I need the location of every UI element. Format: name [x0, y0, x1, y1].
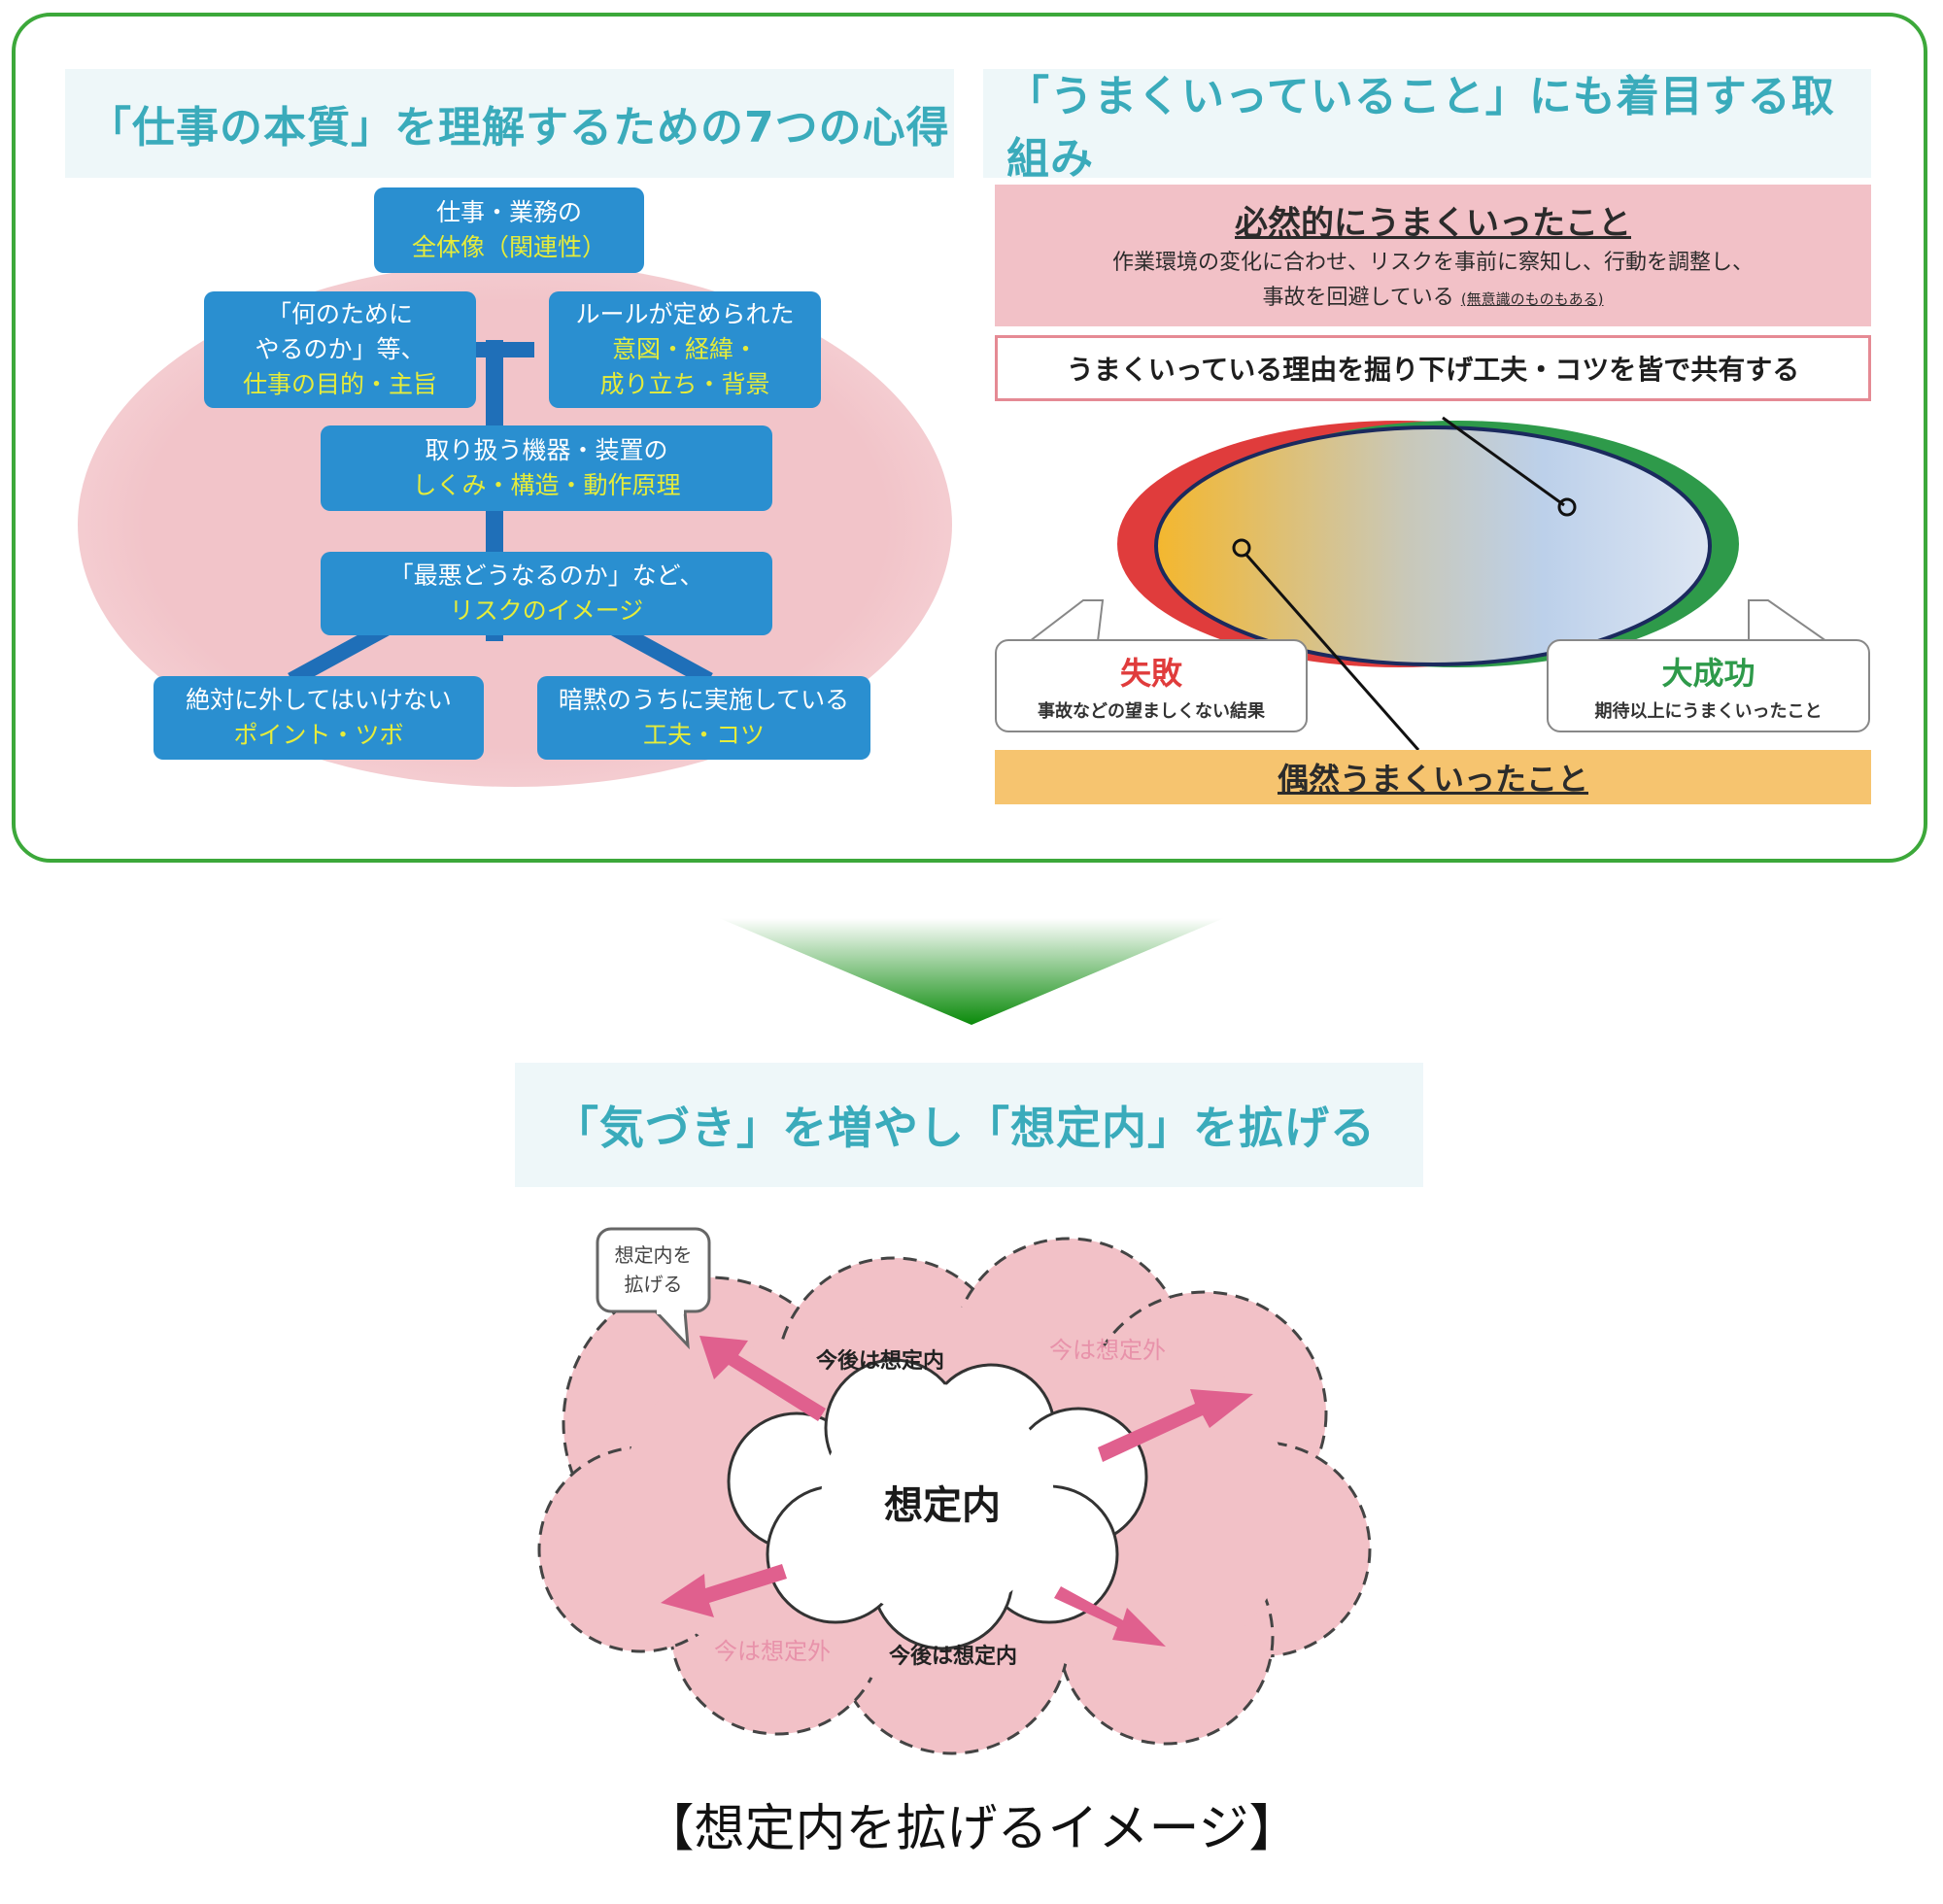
principle-box-overall: 仕事・業務の 全体像（関連性） [374, 187, 644, 273]
future-inside-label-top: 今後は想定内 [816, 1349, 945, 1374]
connector-horizontal [466, 342, 534, 357]
seven-principles-heading: 「仕事の本質」を理解するための7つの心得 [65, 69, 954, 178]
leader-line-accidental [1244, 553, 1420, 751]
arrow-down-right [1054, 1586, 1166, 1647]
now-outside-label-bottom: 今は想定外 [714, 1638, 831, 1665]
principle-highlight: 仕事の目的・主旨 [242, 370, 437, 398]
principle-highlight: 全体像（関連性） [411, 233, 606, 261]
down-arrow-icon [719, 918, 1224, 1025]
inevitable-success-band: 必然的にうまくいったこと 作業環境の変化に合わせ、リスクを事前に察知し、行動を調… [995, 185, 1871, 326]
success-callout-pointer [1748, 599, 1830, 642]
expansion-arrows [661, 1336, 1253, 1647]
principle-highlight: しくみ・構造・動作原理 [412, 471, 681, 499]
inevitable-success-desc-2: 事故を回避している [1262, 286, 1454, 310]
bubble-callout [596, 1227, 711, 1350]
arrow-down-left [661, 1564, 787, 1617]
failure-callout-pointer [1027, 599, 1105, 642]
principle-text: 取り扱う機器・装置の [425, 436, 668, 464]
principle-highlight: 成り立ち・背景 [599, 370, 770, 398]
bubble-line: 拡げる [624, 1273, 683, 1296]
principle-highlight: 意図・経緯・ [611, 335, 758, 363]
principle-text: 「何のために [266, 300, 413, 328]
principle-highlight: 工夫・コツ [642, 721, 765, 749]
failure-callout: 失敗 事故などの望ましくない結果 [995, 639, 1308, 732]
inner-cloud [727, 1358, 1148, 1650]
principle-text: ルールが定められた [575, 300, 795, 328]
accidental-ellipse [1154, 425, 1712, 666]
failure-desc: 事故などの望ましくない結果 [1038, 701, 1265, 722]
principle-text: やるのか」等、 [255, 335, 426, 363]
arrow-up-left [699, 1336, 826, 1421]
principle-text: 仕事・業務の [435, 198, 582, 226]
seven-principles-diagram: 仕事・業務の 全体像（関連性） 「何のために やるのか」等、 仕事の目的・主旨 … [78, 185, 952, 787]
outcome-ellipse-graphic [1027, 416, 1830, 751]
cloud-graphic [537, 1227, 1372, 1755]
failure-title: 失敗 [1119, 655, 1182, 692]
principle-highlight: リスクのイメージ [449, 596, 644, 625]
principle-box-purpose: 「何のために やるのか」等、 仕事の目的・主旨 [204, 291, 476, 408]
principle-box-points: 絶対に外してはいけない ポイント・ツボ [153, 676, 484, 760]
leader-dot-accidental [1232, 538, 1251, 558]
success-focus-heading: 「うまくいっていること」にも着目する取組み [983, 69, 1871, 184]
bubble-line: 想定内を [614, 1243, 693, 1267]
share-reasons-box: うまくいっている理由を掘り下げ工夫・コツを皆で共有する [995, 335, 1871, 401]
inevitable-success-note: (無意識のものもある) [1460, 290, 1604, 308]
inevitable-success-title: 必然的にうまくいったこと [1235, 204, 1631, 243]
success-title: 大成功 [1661, 655, 1756, 692]
principle-box-risk: 「最悪どうなるのか」など、 リスクのイメージ [321, 552, 772, 635]
principle-text: 絶対に外してはいけない [186, 686, 452, 714]
inevitable-success-desc-1: 作業環境の変化に合わせ、リスクを事前に察知し、行動を調整し、 [1111, 251, 1754, 275]
principle-text: 暗黙のうちに実施している [558, 686, 850, 714]
now-outside-label-top: 今は想定外 [1049, 1337, 1166, 1364]
success-callout: 大成功 期待以上にうまくいったこと [1547, 639, 1870, 732]
leader-dot-share [1557, 497, 1577, 517]
leader-line-share [1442, 416, 1565, 507]
expand-expectation-diagram: 想定内を 拡げる 今後は想定内 今は想定外 想定内 今は想定外 今後は想定内 [505, 1219, 1409, 1763]
accidental-success-text: 偶然うまくいったこと [1277, 761, 1588, 798]
expand-expectation-heading: 「気づき」を増やし「想定内」を拡げる [515, 1063, 1423, 1187]
principle-box-tips: 暗黙のうちに実施している 工夫・コツ [537, 676, 870, 760]
success-desc: 期待以上にうまくいったこと [1594, 701, 1823, 722]
bubble-text: 想定内を 拡げる [597, 1241, 709, 1299]
arrow-up-right [1098, 1389, 1253, 1462]
principle-text: 「最悪どうなるのか」など、 [389, 561, 704, 590]
accidental-success-band: 偶然うまくいったこと [995, 750, 1871, 804]
future-inside-label-bottom: 今後は想定内 [889, 1645, 1018, 1669]
figure-caption: 【想定内を拡げるイメージ】 [643, 1800, 1300, 1858]
success-focus-diagram: 必然的にうまくいったこと 作業環境の変化に合わせ、リスクを事前に察知し、行動を調… [991, 185, 1875, 806]
principle-box-mechanism: 取り扱う機器・装置の しくみ・構造・動作原理 [321, 425, 772, 511]
top-panel-frame [12, 13, 1927, 863]
principle-box-rules: ルールが定められた 意図・経緯・ 成り立ち・背景 [549, 291, 821, 408]
principle-highlight: ポイント・ツボ [233, 721, 404, 749]
center-label: 想定内 [884, 1483, 1001, 1528]
